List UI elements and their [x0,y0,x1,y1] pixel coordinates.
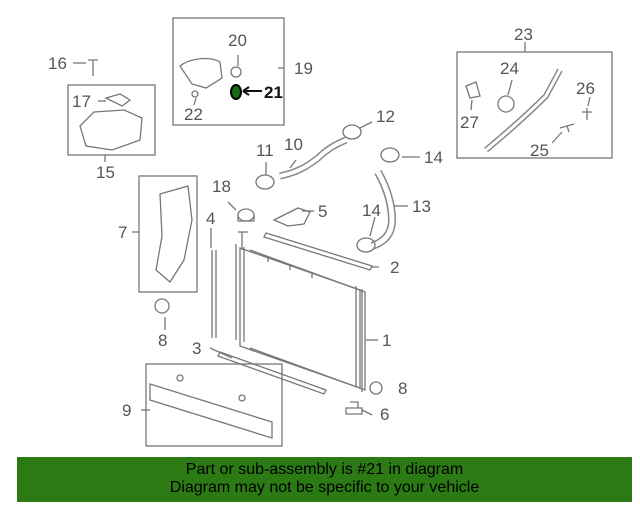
callout-20: 20 [228,31,247,50]
callout-2: 2 [390,258,399,277]
callout-24: 24 [500,59,519,78]
upper-seal [263,232,373,271]
water-outlet-pipe [484,68,563,153]
callout-14a: 14 [424,148,443,167]
callout-7: 7 [118,223,127,242]
o-ring-8-left [154,298,170,314]
callout-8b: 8 [398,379,407,398]
lower-deflector [149,383,273,439]
callout-25: 25 [530,141,549,160]
callout-26: 26 [576,79,595,98]
callout-3: 3 [192,339,201,358]
callout-14b: 14 [362,201,381,220]
o-ring-8-right [369,381,383,395]
callout-5: 5 [318,202,327,221]
bolt-25 [559,123,575,133]
callout-13: 13 [412,197,431,216]
info-banner: Part or sub-assembly is #21 in diagram D… [17,457,632,502]
callout-1: 1 [382,331,391,350]
callout-16: 16 [48,54,67,73]
clamp-14-lower [356,237,376,253]
callout-23: 23 [514,25,533,44]
banner-line-2: Diagram may not be specific to your vehi… [169,479,480,496]
callout-17: 17 [72,92,91,111]
bolt-16 [88,59,98,76]
callout-4: 4 [206,209,215,228]
callout-6: 6 [380,405,389,424]
side-seal [211,250,217,338]
callout-27: 27 [460,113,479,132]
air-guide [155,185,193,283]
gasket-20 [230,66,242,78]
clamp-12 [342,124,362,140]
callout-15: 15 [96,163,115,182]
gasket-24 [497,95,515,113]
bolt-26 [582,108,592,120]
box-thermostat-housing [172,17,285,126]
reservoir-cap [104,93,132,107]
callout-12: 12 [376,107,395,126]
clamp-14-upper [380,147,400,163]
water-inlet [179,57,223,89]
box-reservoir [67,84,156,156]
clamp-11 [255,174,275,190]
box-water-outlet [456,51,613,159]
callout-9: 9 [122,401,131,420]
box-lower-deflector [145,363,283,447]
radiator [235,231,366,392]
part-21-seal[interactable] [230,84,242,100]
radiator-cap [237,208,255,222]
callout-8a: 8 [158,331,167,350]
callout-19: 19 [294,59,313,78]
bracket [272,207,311,227]
gasket-27 [465,81,481,99]
reservoir-tank [79,109,143,151]
callout-10: 10 [284,135,303,154]
box-air-guide [138,175,198,293]
banner-line-1: Part or sub-assembly is #21 in diagram [185,461,464,478]
callout-21[interactable]: 21 [264,83,283,102]
parts-diagram: 1 2 3 4 5 6 7 8 8 9 10 11 12 13 14 14 15… [48,17,613,447]
callout-18: 18 [212,177,231,196]
drain-plug [345,401,363,415]
callout-11: 11 [256,141,274,160]
lower-seal [217,351,327,395]
callout-22: 22 [184,105,203,124]
